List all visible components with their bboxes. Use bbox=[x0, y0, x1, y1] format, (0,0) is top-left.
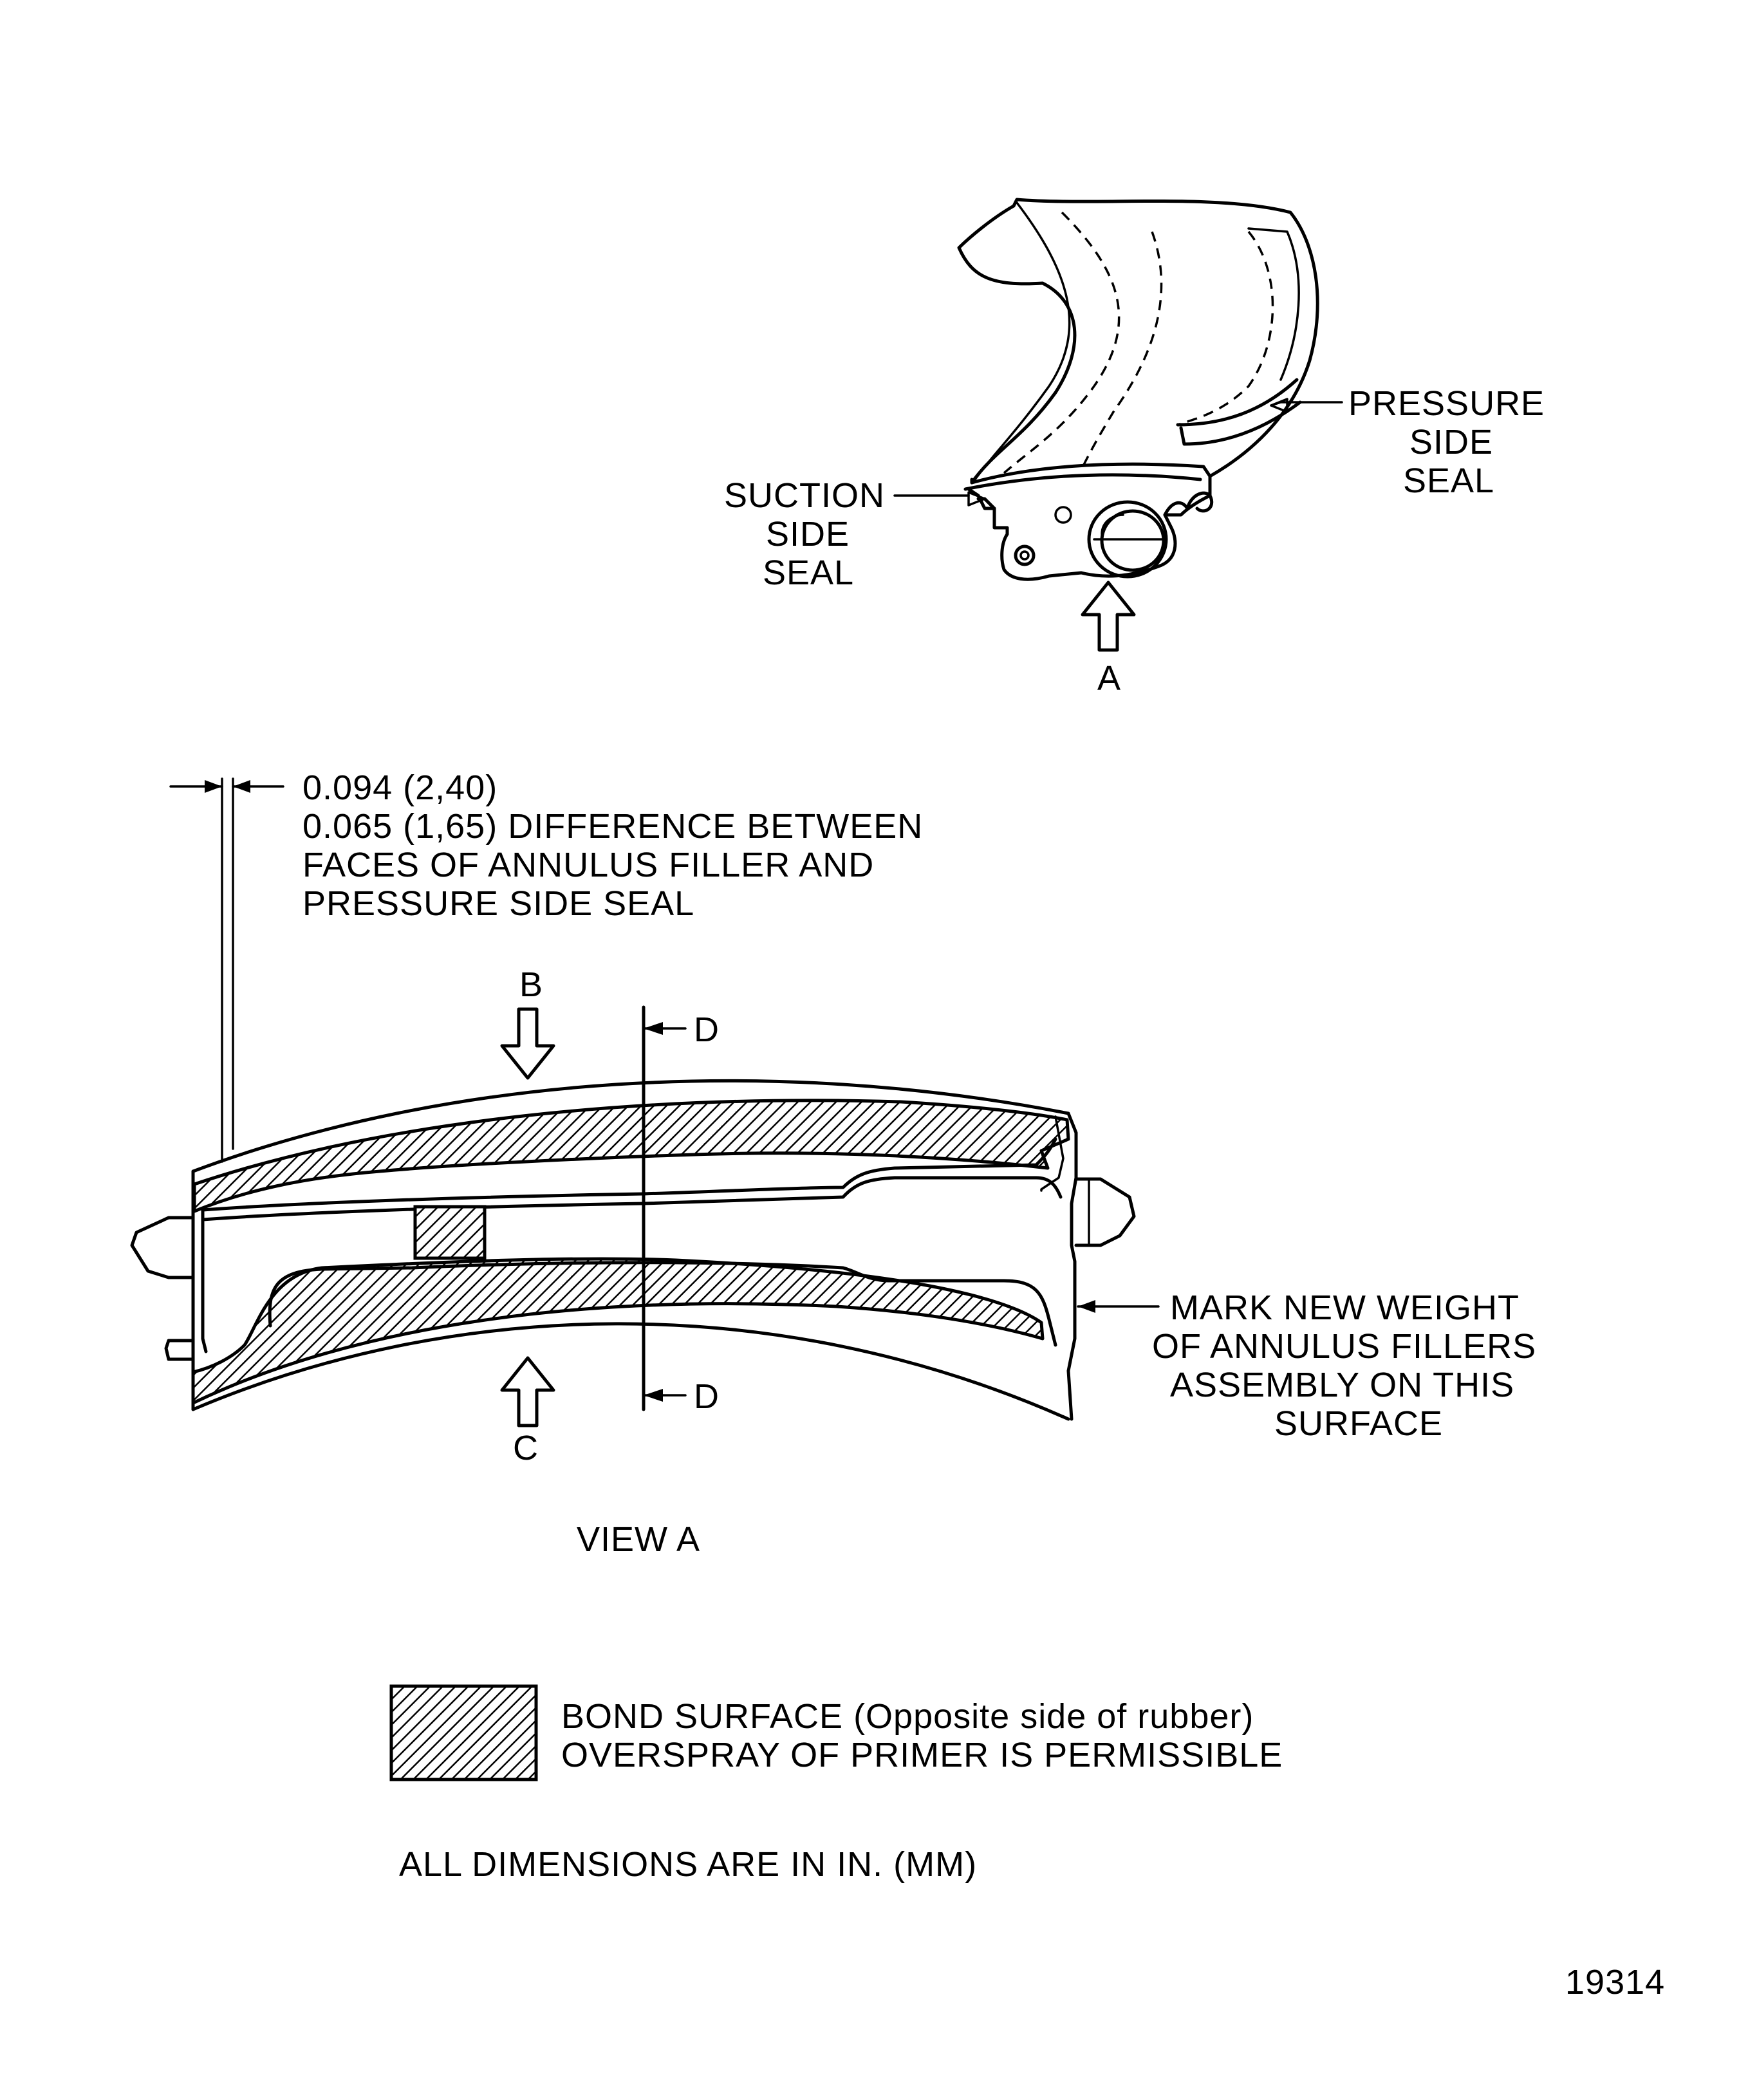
mark-note-line4: SURFACE bbox=[1274, 1404, 1443, 1443]
suction-label-line1: SUCTION bbox=[724, 476, 885, 515]
mark-note-line3: ASSEMBLY ON THIS bbox=[1170, 1366, 1514, 1404]
suction-label-line3: SEAL bbox=[763, 553, 854, 592]
dimension-line2: 0.065 (1,65) DIFFERENCE BETWEEN bbox=[302, 807, 923, 846]
dimension-line1: 0.094 (2,40) bbox=[302, 768, 497, 807]
suction-label-line2: SIDE bbox=[766, 515, 850, 553]
mark-note-line1: MARK NEW WEIGHT bbox=[1170, 1288, 1520, 1327]
pressure-side-seal-callout: PRESSURE SIDE SEAL bbox=[1348, 384, 1545, 500]
dimension-note: 0.094 (2,40) 0.065 (1,65) DIFFERENCE BET… bbox=[302, 768, 923, 923]
suction-side-seal-callout: SUCTION SIDE SEAL bbox=[724, 476, 885, 592]
arrow-b bbox=[500, 1007, 555, 1080]
arrow-c-label: C bbox=[513, 1429, 539, 1467]
view-a-title: VIEW A bbox=[577, 1520, 700, 1559]
section-d-bottom-label: D bbox=[694, 1377, 720, 1416]
view-a-label: A bbox=[1097, 659, 1121, 698]
mark-note-line2: OF ANNULUS FILLERS bbox=[1152, 1327, 1536, 1366]
bond-surface-swatch bbox=[389, 1684, 538, 1781]
view-a-section bbox=[130, 777, 1160, 1427]
dimensions-note: ALL DIMENSIONS ARE IN IN. (MM) bbox=[399, 1845, 977, 1884]
dimension-line3: FACES OF ANNULUS FILLER AND bbox=[302, 846, 874, 884]
pressure-label-line1: PRESSURE bbox=[1348, 384, 1545, 423]
arrow-c bbox=[500, 1356, 555, 1427]
view-a-arrow bbox=[1081, 581, 1136, 652]
pressure-label-line2: SIDE bbox=[1409, 423, 1493, 461]
mark-weight-note: MARK NEW WEIGHT OF ANNULUS FILLERS ASSEM… bbox=[1152, 1288, 1536, 1443]
figure-number: 19314 bbox=[1565, 1963, 1665, 2002]
section-d-top-label: D bbox=[694, 1010, 720, 1049]
legend-line1: BOND SURFACE (Opposite side of rubber) bbox=[561, 1697, 1254, 1736]
isometric-annulus-filler bbox=[893, 198, 1343, 652]
pressure-label-line3: SEAL bbox=[1403, 461, 1494, 500]
arrow-b-label: B bbox=[519, 965, 543, 1004]
legend-line2: OVERSPRAY OF PRIMER IS PERMISSIBLE bbox=[561, 1736, 1283, 1774]
dimension-line4: PRESSURE SIDE SEAL bbox=[302, 884, 694, 923]
